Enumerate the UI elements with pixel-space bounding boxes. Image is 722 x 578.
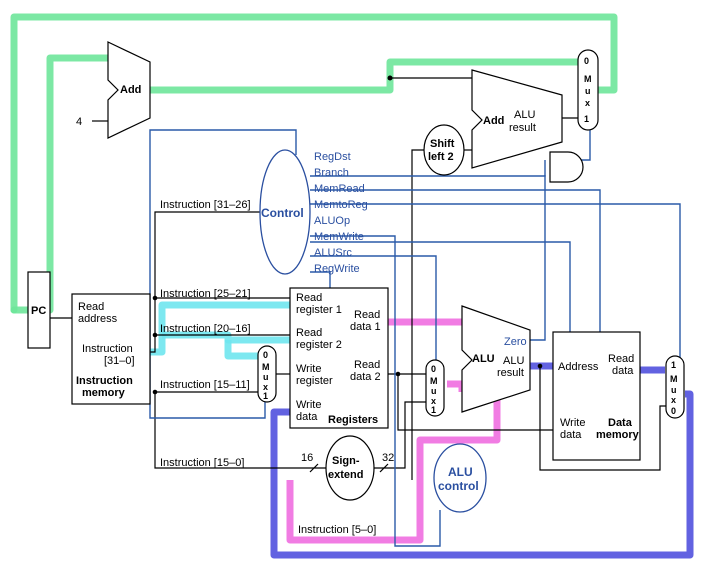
signal-memtoreg: MemtoReg <box>314 199 368 211</box>
svg-text:control: control <box>438 479 479 493</box>
signal-memwrite: MemWrite <box>314 231 364 243</box>
signal-aluop: ALUOp <box>314 215 350 227</box>
svg-text:0: 0 <box>431 364 436 374</box>
svg-text:16: 16 <box>301 452 313 464</box>
svg-text:result: result <box>497 367 524 379</box>
svg-text:1: 1 <box>671 360 676 370</box>
svg-text:u: u <box>263 372 269 382</box>
signal-regdst: RegDst <box>314 151 351 163</box>
svg-text:u: u <box>671 385 677 395</box>
svg-text:Registers: Registers <box>328 414 378 426</box>
svg-text:Instruction [31–26]: Instruction [31–26] <box>160 199 251 211</box>
svg-text:ALU: ALU <box>503 355 524 367</box>
svg-text:register 2: register 2 <box>296 339 342 351</box>
svg-text:1: 1 <box>263 391 268 401</box>
pc-register: PC <box>27 271 51 349</box>
svg-text:Write: Write <box>296 399 321 411</box>
alu-zero-label: Zero <box>504 336 527 348</box>
svg-text:M: M <box>670 374 678 384</box>
signal-memread: MemRead <box>314 183 365 195</box>
svg-text:memory: memory <box>82 387 126 399</box>
svg-text:x: x <box>585 98 590 108</box>
svg-text:left 2: left 2 <box>428 151 454 163</box>
branch-adder-label: Add <box>483 115 504 127</box>
data-memory: Address Read data Write data Data memory <box>552 331 641 461</box>
svg-text:Instruction [15–11]: Instruction [15–11] <box>160 379 250 391</box>
svg-text:address: address <box>78 313 118 325</box>
svg-text:data 2: data 2 <box>350 371 381 383</box>
pc-mux: 0 M u x 1 <box>577 49 599 131</box>
control-wires <box>149 110 681 547</box>
svg-text:Instruction [25–21]: Instruction [25–21] <box>160 288 251 300</box>
svg-text:Shift: Shift <box>430 138 455 150</box>
svg-text:Read: Read <box>608 353 634 365</box>
signal-branch: Branch <box>314 167 349 179</box>
svg-text:[31–0]: [31–0] <box>104 355 135 367</box>
svg-text:x: x <box>671 395 676 405</box>
svg-text:data: data <box>560 429 582 441</box>
branch-adder-result: result <box>509 122 536 134</box>
svg-text:0: 0 <box>263 350 268 360</box>
svg-text:Read: Read <box>296 292 322 304</box>
svg-text:Instruction: Instruction <box>82 343 133 355</box>
sign-extend: Sign- extend 16 32 <box>301 435 394 501</box>
svg-text:Data: Data <box>608 417 633 429</box>
instruction-memory: Read address Instruction [31–0] Instruct… <box>71 293 151 405</box>
svg-text:extend: extend <box>328 469 363 481</box>
svg-text:Instruction: Instruction <box>76 375 133 387</box>
signal-alusrc: ALUSrc <box>314 247 352 259</box>
svg-text:0: 0 <box>584 56 589 66</box>
svg-text:Instruction [5–0]: Instruction [5–0] <box>298 524 376 536</box>
svg-text:data: data <box>612 365 634 377</box>
regdst-mux: 0 M u x 1 <box>257 345 277 403</box>
control-unit: Control <box>259 149 311 275</box>
alu-control: ALU control <box>433 443 487 513</box>
svg-text:ALU: ALU <box>448 465 473 479</box>
control-signal-labels: RegDst Branch MemRead MemtoReg ALUOp Mem… <box>314 151 368 275</box>
svg-text:x: x <box>263 382 268 392</box>
svg-text:Write: Write <box>296 363 321 375</box>
shift-left-2: Shift left 2 <box>423 124 465 176</box>
svg-text:M: M <box>584 74 592 84</box>
svg-text:32: 32 <box>382 452 394 464</box>
pc-label: PC <box>31 305 46 317</box>
svg-text:Sign-: Sign- <box>332 455 360 467</box>
svg-text:Instruction [20–16]: Instruction [20–16] <box>160 323 251 335</box>
branch-and-gate <box>549 151 584 183</box>
signal-regwrite: RegWrite <box>314 263 360 275</box>
alusrc-mux: 0 M u x 1 <box>425 359 445 417</box>
memtoreg-mux: 1 M u x 0 <box>665 355 685 419</box>
svg-text:Read: Read <box>296 327 322 339</box>
instruction-field-labels: Instruction [31–26] Instruction [25–21] … <box>160 199 376 536</box>
svg-text:Write: Write <box>560 417 585 429</box>
svg-text:u: u <box>431 386 437 396</box>
svg-text:Address: Address <box>558 361 599 373</box>
branch-adder: Add ALU result <box>471 69 563 169</box>
svg-text:data 1: data 1 <box>350 321 381 333</box>
control-label: Control <box>261 206 304 220</box>
svg-text:0: 0 <box>671 406 676 416</box>
svg-text:M: M <box>262 362 270 372</box>
pc-adder-label: Add <box>120 84 141 96</box>
svg-text:register: register <box>296 375 333 387</box>
svg-text:u: u <box>585 86 591 96</box>
register-file: Read register 1 Read register 2 Write re… <box>289 287 389 429</box>
pc-adder: Add <box>107 41 151 139</box>
svg-text:x: x <box>431 396 436 406</box>
svg-text:1: 1 <box>431 405 436 415</box>
svg-text:Read: Read <box>78 301 104 313</box>
svg-text:Read: Read <box>354 309 380 321</box>
svg-text:Instruction [15–0]: Instruction [15–0] <box>160 457 244 469</box>
main-alu: ALU Zero ALU result <box>461 305 531 413</box>
svg-text:1: 1 <box>584 114 589 124</box>
svg-text:ALU: ALU <box>472 353 495 365</box>
svg-text:Read: Read <box>354 359 380 371</box>
svg-text:memory: memory <box>596 429 640 441</box>
constant-four: 4 <box>76 116 82 128</box>
svg-text:M: M <box>430 376 438 386</box>
svg-text:data: data <box>296 411 318 423</box>
branch-adder-alu: ALU <box>514 109 535 121</box>
svg-text:register 1: register 1 <box>296 304 342 316</box>
